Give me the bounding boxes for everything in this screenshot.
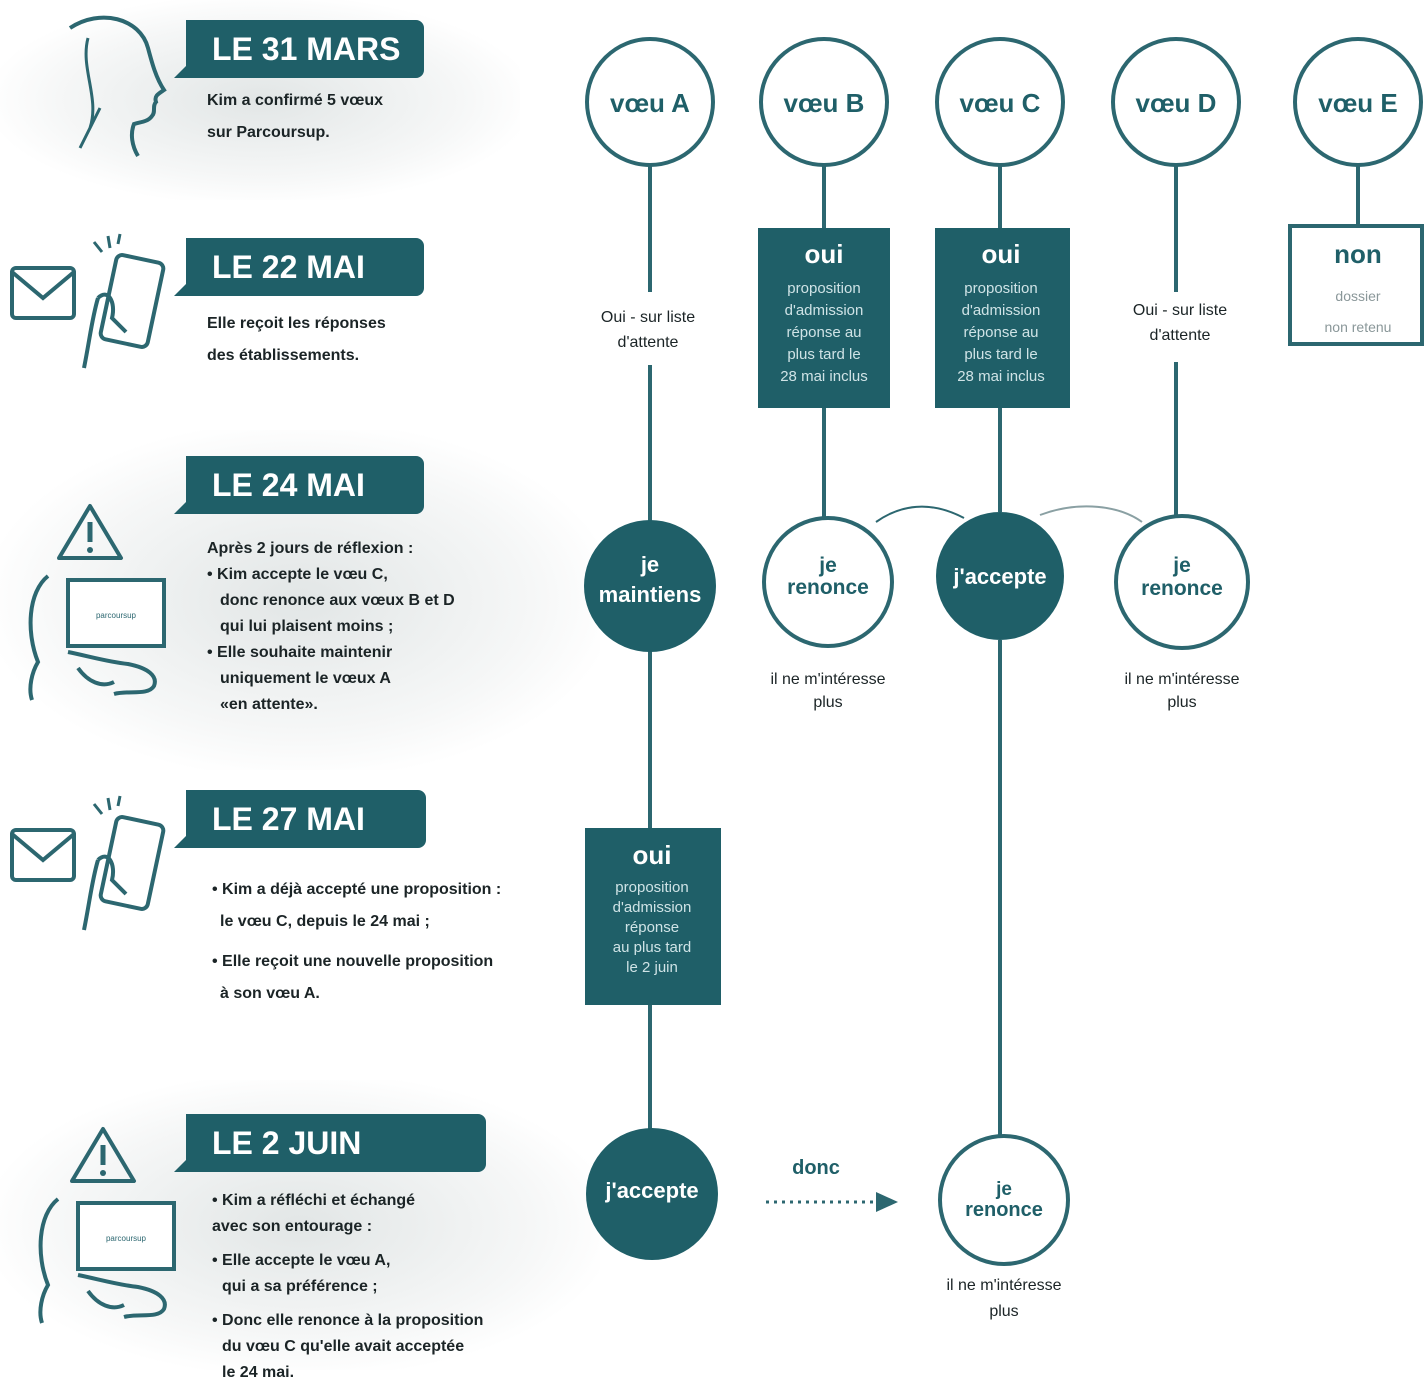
svg-text:plus: plus [1167,694,1196,711]
laptop-user-icon: parcoursup [28,574,166,701]
svg-text:il ne m'intéresse: il ne m'intéresse [770,671,885,688]
decision-D-note: il ne m'intéresse plus [1124,671,1239,711]
svg-text:Oui - sur liste: Oui - sur liste [1133,302,1227,319]
response-C-oui-box: oui proposition d'admission réponse au p… [935,228,1070,408]
svg-text:non: non [1334,239,1382,269]
response-27-A-oui-box: oui proposition d'admission réponse au p… [585,828,721,1005]
svg-text:le 2 juin: le 2 juin [626,959,678,976]
svg-text:maintiens: maintiens [599,582,702,607]
decision-2juin-C-note: il ne m'intéresse plus [946,1277,1061,1320]
response-B-oui-box: oui proposition d'admission réponse au p… [758,228,890,408]
svg-text:vœu C: vœu C [960,88,1041,118]
laptop-user-icon: parcoursup [38,1197,176,1324]
svg-text:je: je [640,552,659,577]
svg-text:parcoursup: parcoursup [106,1234,147,1243]
arc-c-to-d [1039,505,1143,523]
response-E-non-box: non dossier non retenu [1288,224,1424,346]
warning-icon [57,504,123,560]
svg-text:réponse au: réponse au [963,324,1038,341]
woman-profile-icon [68,15,167,158]
date-description: • Kim a réfléchi et échangé avec son ent… [212,1192,484,1381]
arc-c-to-b [875,505,965,523]
donc-arrow: donc [766,1157,898,1212]
date-label: LE 27 MAI [174,790,426,848]
svg-text:d'admission: d'admission [962,302,1041,319]
decision-B-note: il ne m'intéresse plus [770,671,885,711]
svg-text:d'attente: d'attente [618,334,679,351]
svg-text:dossier: dossier [1335,288,1380,304]
voeu-D-node: vœu D [1111,37,1241,167]
svg-text:je: je [1172,554,1191,577]
svg-text:Oui - sur liste: Oui - sur liste [601,309,695,326]
decision-C-j-accepte: j'accepte [936,512,1064,640]
voeu-A-node: vœu A [585,37,715,167]
svg-text:proposition: proposition [787,280,860,297]
svg-text:réponse: réponse [625,919,679,936]
decision-B-je-renonce: je renonce [762,516,894,648]
svg-text:il ne m'intéresse: il ne m'intéresse [1124,671,1239,688]
svg-text:plus tard le: plus tard le [787,346,860,363]
voeu-E-node: vœu E [1293,37,1423,167]
svg-text:oui: oui [633,840,672,870]
decision-2juin-A-j-accepte: j'accepte [586,1128,718,1260]
date-label: LE 24 MAI [174,456,424,514]
response-D-waitlist: Oui - sur liste d'attente [1133,302,1227,344]
connector-lines [648,165,1360,1138]
svg-text:je: je [818,554,837,577]
voeu-C-node: vœu C [935,37,1065,167]
voeu-B-node: vœu B [759,37,889,167]
svg-text:réponse au: réponse au [786,324,861,341]
svg-text:j'accepte: j'accepte [604,1178,698,1203]
decision-2juin-C-je-renonce: je renonce [938,1134,1070,1266]
svg-text:non retenu: non retenu [1325,319,1392,335]
svg-text:j'accepte: j'accepte [952,564,1046,589]
svg-text:d'attente: d'attente [1150,327,1211,344]
svg-text:oui: oui [982,239,1021,269]
response-A-waitlist: Oui - sur liste d'attente [601,309,695,351]
svg-text:donc: donc [792,1157,840,1179]
svg-text:d'admission: d'admission [613,899,692,916]
svg-text:28 mai inclus: 28 mai inclus [957,368,1045,385]
svg-text:il ne m'intéresse: il ne m'intéresse [946,1277,1061,1294]
date-label: LE 31 MARS [174,20,424,78]
svg-text:plus: plus [989,1303,1018,1320]
svg-text:au plus tard: au plus tard [613,939,691,956]
svg-text:parcoursup: parcoursup [96,611,137,620]
date-label: LE 2 JUIN [174,1114,486,1172]
date-description: Kim a confirmé 5 vœux sur Parcoursup. [207,92,384,141]
svg-text:renonce: renonce [787,576,869,599]
svg-text:d'admission: d'admission [785,302,864,319]
warning-icon [70,1127,136,1183]
mail-phone-icon [10,233,166,369]
date-description: Après 2 jours de réflexion : • Kim accep… [207,540,455,713]
svg-text:vœu B: vœu B [784,88,865,118]
date-description: • Kim a déjà accepté une proposition : l… [212,881,502,1002]
date-description: Elle reçoit les réponses des établisseme… [207,315,386,364]
svg-text:proposition: proposition [964,280,1037,297]
svg-text:proposition: proposition [615,879,688,896]
svg-text:je: je [995,1179,1012,1200]
decision-A-je-maintiens: je maintiens [584,520,716,652]
svg-text:vœu A: vœu A [610,88,690,118]
svg-text:plus tard le: plus tard le [964,346,1037,363]
svg-text:28 mai inclus: 28 mai inclus [780,368,868,385]
svg-text:vœu D: vœu D [1136,88,1217,118]
svg-text:plus: plus [813,694,842,711]
svg-text:renonce: renonce [965,1199,1043,1221]
decision-D-je-renonce: je renonce [1114,514,1250,650]
date-label: LE 22 MAI [174,238,424,296]
svg-text:vœu E: vœu E [1318,88,1397,118]
svg-text:renonce: renonce [1141,577,1223,600]
mail-phone-icon [10,795,166,931]
svg-text:oui: oui [805,239,844,269]
